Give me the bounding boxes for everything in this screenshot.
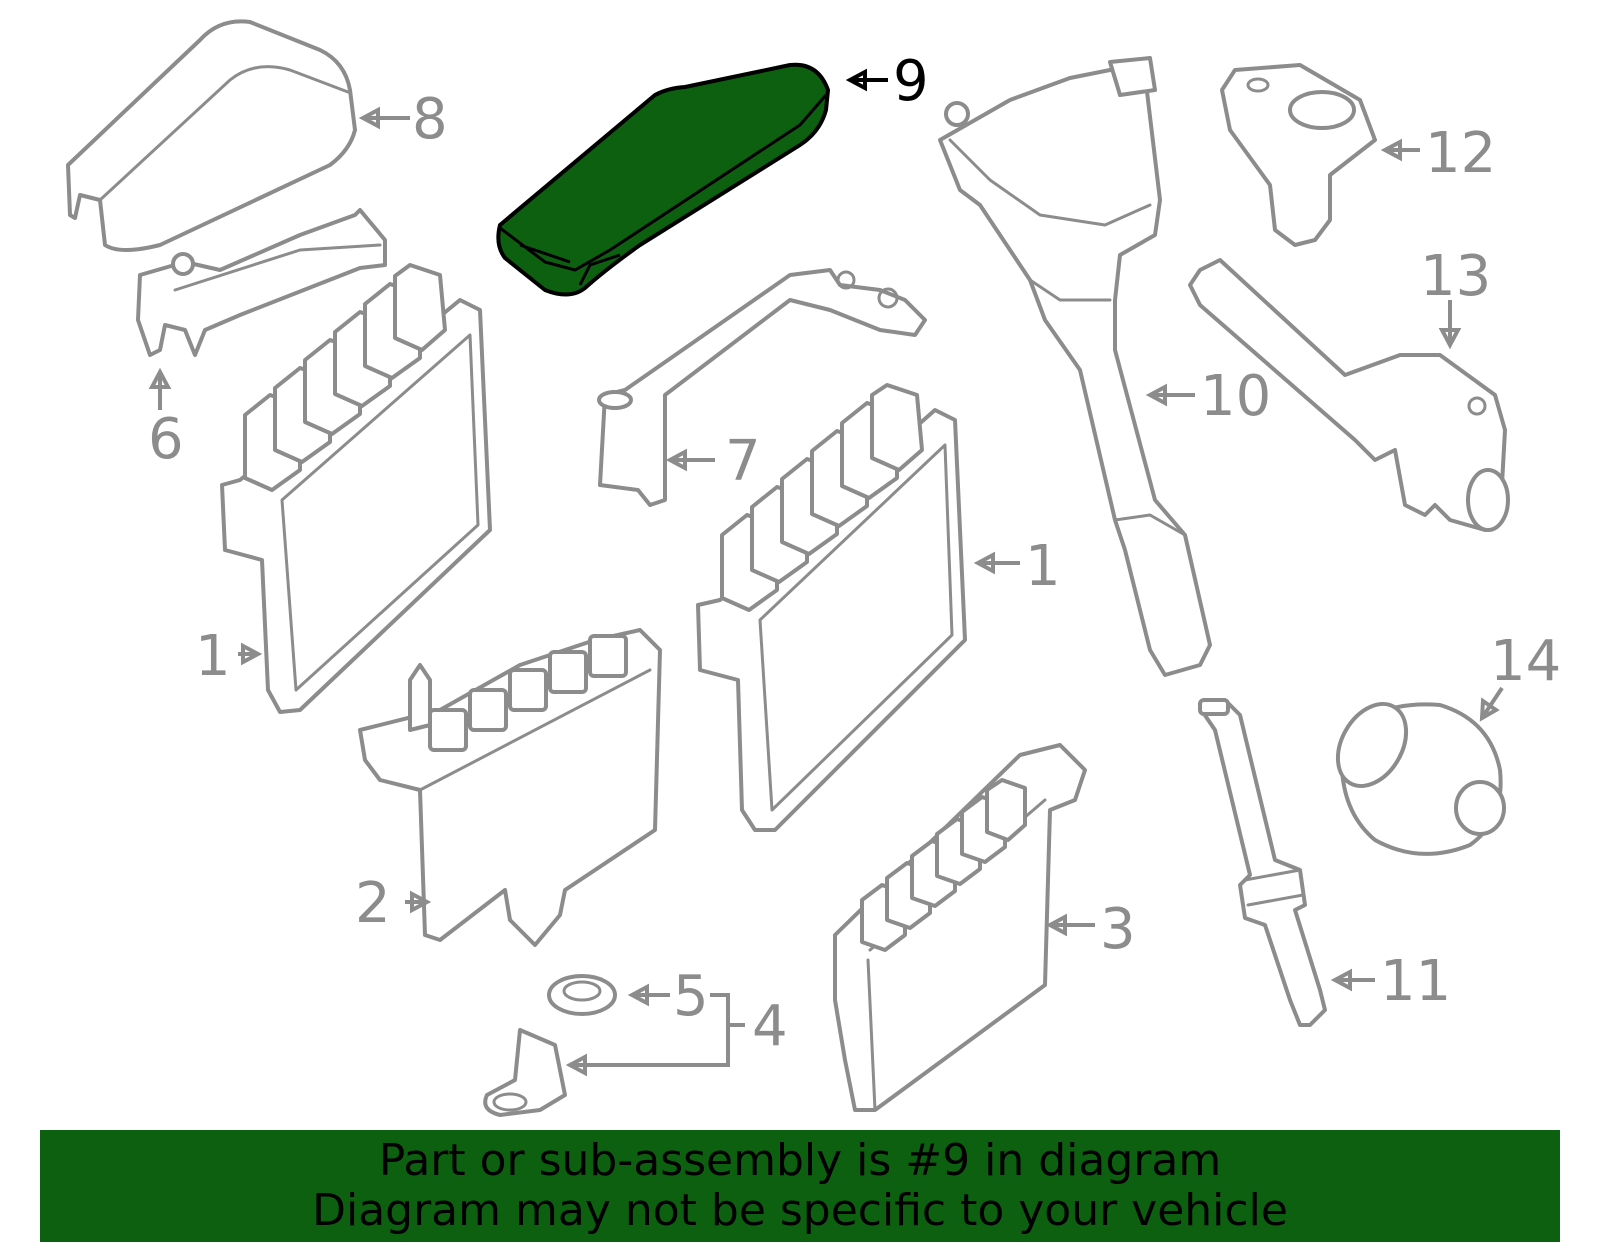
callout-12[interactable]: 12	[1425, 121, 1496, 186]
part-12-sensor[interactable]	[1220, 63, 1377, 247]
part-3-ecu[interactable]	[833, 743, 1087, 1112]
ecu-left-connectors	[243, 263, 447, 492]
callout-8[interactable]: 8	[412, 87, 448, 152]
callout-10[interactable]: 10	[1200, 364, 1271, 429]
notice-line-1: Part or sub-assembly is #9 in diagram	[378, 1135, 1222, 1186]
part-1-ecu-left[interactable]	[220, 263, 492, 714]
callout-4[interactable]: 4	[752, 994, 788, 1059]
callout-1-center[interactable]: 1	[1025, 534, 1061, 599]
part-4-bracket[interactable]	[483, 1028, 567, 1117]
callout-5[interactable]: 5	[673, 964, 709, 1029]
part-10-ignition-coil[interactable]	[938, 56, 1212, 677]
callout-7[interactable]: 7	[725, 429, 761, 494]
callout-9[interactable]: 9	[893, 49, 929, 114]
part-2-relay-box[interactable]	[358, 628, 662, 947]
part-11-spark-plug[interactable]	[1198, 698, 1327, 1027]
part-9-shape	[496, 62, 830, 297]
part-5-grommet[interactable]	[547, 974, 617, 1016]
part-6-bracket[interactable]	[136, 208, 387, 357]
callout-3[interactable]: 3	[1100, 897, 1136, 962]
diagram-notice-banner: Part or sub-assembly is #9 in diagram Di…	[40, 1130, 1560, 1242]
callout-1-left[interactable]: 1	[195, 624, 231, 689]
ecu-3-connectors	[860, 778, 1027, 952]
callout-6[interactable]: 6	[148, 407, 184, 472]
callout-11[interactable]: 11	[1380, 949, 1451, 1014]
part-14-cap[interactable]	[1324, 692, 1506, 856]
callout-2[interactable]: 2	[355, 871, 391, 936]
part-9-highlighted[interactable]	[496, 62, 830, 297]
notice-line-2: Diagram may not be specific to your vehi…	[312, 1185, 1288, 1236]
part-1-ecu-center[interactable]	[696, 383, 967, 832]
callout-14[interactable]: 14	[1490, 629, 1561, 694]
relay-box-relays	[428, 634, 628, 752]
callout-13[interactable]: 13	[1420, 244, 1491, 309]
callout-labels: 8 6 1 2 5 4 7 1 3 10 11 12 13 14 9	[148, 49, 1561, 1059]
leader-lines	[148, 68, 1504, 1077]
ecu-center-connectors	[720, 383, 924, 612]
part-8-cover[interactable]	[66, 19, 357, 252]
part-7-bracket[interactable]	[597, 268, 927, 507]
part-13-sensor[interactable]	[1188, 258, 1510, 532]
